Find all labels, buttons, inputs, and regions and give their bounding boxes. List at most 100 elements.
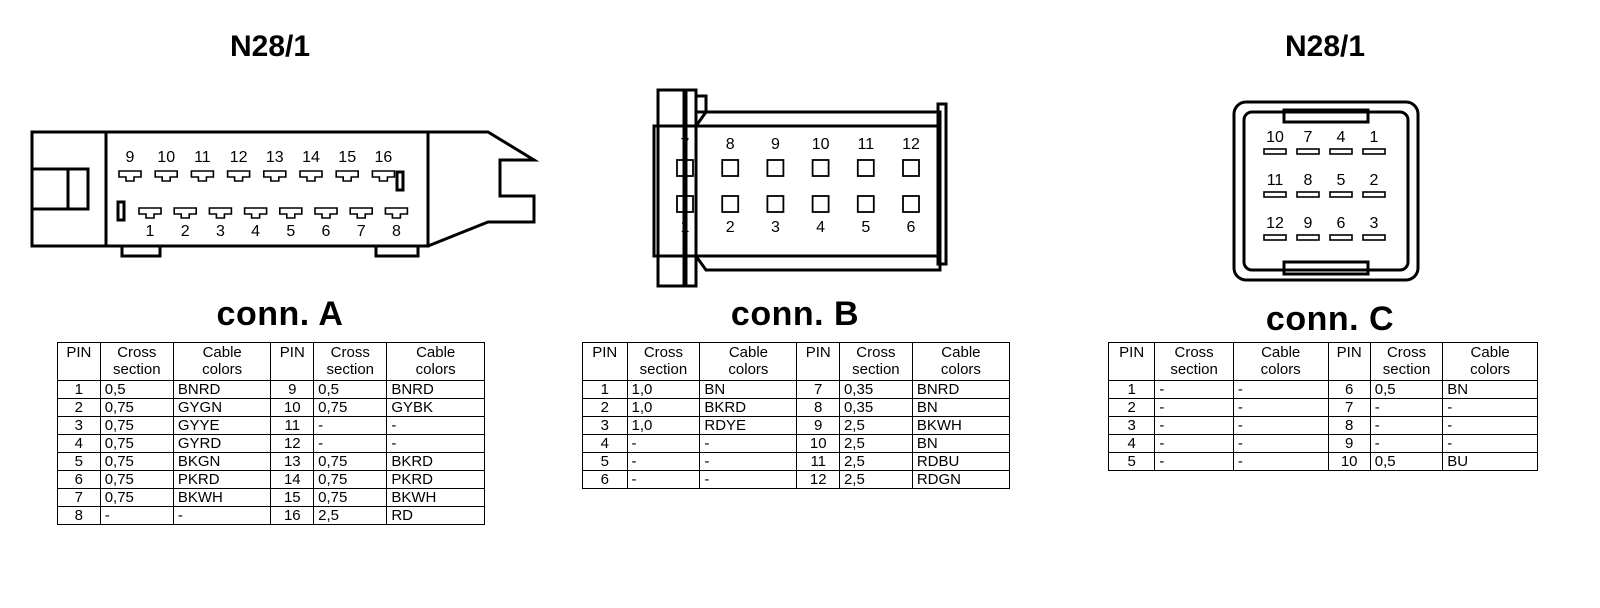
pin-cell: 3 <box>1107 416 1156 435</box>
cable-color-cell: BNRD <box>911 380 1011 399</box>
cross-section-cell: 0,35 <box>838 380 913 399</box>
pin-cell: 10 <box>270 398 315 417</box>
cable-color-cell: - <box>699 452 798 471</box>
pin-cell: 8 <box>796 398 840 417</box>
pin-number: 7 <box>1304 129 1313 146</box>
pin-socket <box>902 195 920 213</box>
cable-color-cell: - <box>1442 434 1538 453</box>
pin-socket <box>1329 191 1353 198</box>
pin-cell: 4 <box>57 434 101 453</box>
pin-cell: 8 <box>57 506 101 525</box>
cable-color-cell: - <box>1232 416 1329 435</box>
pin-socket <box>1362 191 1386 198</box>
pin-number: 9 <box>771 136 780 153</box>
cross-section-cell: 0,5 <box>99 380 174 399</box>
cross-section-cell: - <box>313 434 388 453</box>
cable-color-cell: GYYE <box>172 416 272 435</box>
pin-socket <box>118 170 142 182</box>
title-left: N28/1 <box>229 30 311 63</box>
cable-color-cell: - <box>1232 434 1329 453</box>
cross-section-cell: 0,75 <box>99 470 174 489</box>
cross-section-cell: 0,75 <box>313 398 388 417</box>
cross-section-cell: - <box>1369 416 1444 435</box>
header-pin: PIN <box>1107 342 1156 381</box>
connector-b-outline <box>652 88 948 288</box>
cable-color-cell: BN <box>911 434 1011 453</box>
conn-a-label: conn. A <box>216 295 344 333</box>
pin-socket <box>1296 148 1320 155</box>
conn-b-label: conn. B <box>730 295 860 333</box>
pin-socket <box>299 170 323 182</box>
pin-number: 7 <box>681 136 690 153</box>
pin-socket <box>721 159 740 177</box>
cable-color-cell: RDBU <box>911 452 1011 471</box>
cross-section-cell: - <box>1154 416 1234 435</box>
pin-socket <box>1362 148 1386 155</box>
pin-socket <box>1263 148 1287 155</box>
pin-socket <box>384 207 409 219</box>
cable-color-cell: BN <box>699 380 798 399</box>
pin-number: 14 <box>302 149 320 166</box>
cross-section-cell: 0,75 <box>313 488 388 507</box>
cross-section-cell: 0,5 <box>1369 380 1444 399</box>
pin-cell: 6 <box>1327 380 1371 399</box>
cross-section-cell: - <box>1154 434 1234 453</box>
cross-section-cell: 0,75 <box>99 398 174 417</box>
pin-number: 5 <box>1337 172 1346 189</box>
pin-socket <box>243 207 268 219</box>
cross-section-cell: 0,75 <box>313 452 388 471</box>
cross-section-cell: 0,35 <box>838 398 913 417</box>
header-pin: PIN <box>796 342 840 381</box>
cable-color-cell: PKRD <box>386 470 485 489</box>
pin-number: 1 <box>146 223 155 240</box>
pin-cell: 11 <box>796 452 840 471</box>
cross-section-cell: 0,75 <box>99 452 174 471</box>
cross-section-cell: 2,5 <box>838 452 913 471</box>
pin-cell: 3 <box>582 416 628 435</box>
pin-socket <box>1296 191 1320 198</box>
pin-cell: 9 <box>1327 434 1371 453</box>
pin-number: 6 <box>322 223 331 240</box>
pin-socket <box>676 159 694 177</box>
cable-color-cell: BN <box>1442 380 1538 399</box>
header-pin: PIN <box>582 342 628 381</box>
header-pin: PIN <box>1327 342 1371 381</box>
cross-section-cell: - <box>1154 452 1234 471</box>
pin-socket <box>371 170 396 182</box>
cross-section-cell: 0,75 <box>313 470 388 489</box>
cable-color-cell: - <box>1442 416 1538 435</box>
cable-color-cell: BKRD <box>699 398 798 417</box>
pin-cell: 9 <box>270 380 315 399</box>
pin-cell: 7 <box>796 380 840 399</box>
cable-color-cell: - <box>1232 380 1329 399</box>
cable-color-cell: - <box>699 470 798 489</box>
cable-color-cell: BU <box>1442 452 1538 471</box>
cable-color-cell: RDYE <box>699 416 798 435</box>
pin-cell: 3 <box>57 416 101 435</box>
cable-color-cell: BKRD <box>386 452 485 471</box>
pin-number: 12 <box>230 149 248 166</box>
pin-cell: 4 <box>1107 434 1156 453</box>
pin-socket <box>676 195 694 213</box>
pin-cell: 4 <box>582 434 628 453</box>
cross-section-cell: 2,5 <box>313 506 388 525</box>
pin-cell: 11 <box>270 416 315 435</box>
cross-section-cell: 2,5 <box>838 470 913 489</box>
cable-color-cell: BKGN <box>172 452 272 471</box>
pin-number: 9 <box>1304 215 1313 232</box>
